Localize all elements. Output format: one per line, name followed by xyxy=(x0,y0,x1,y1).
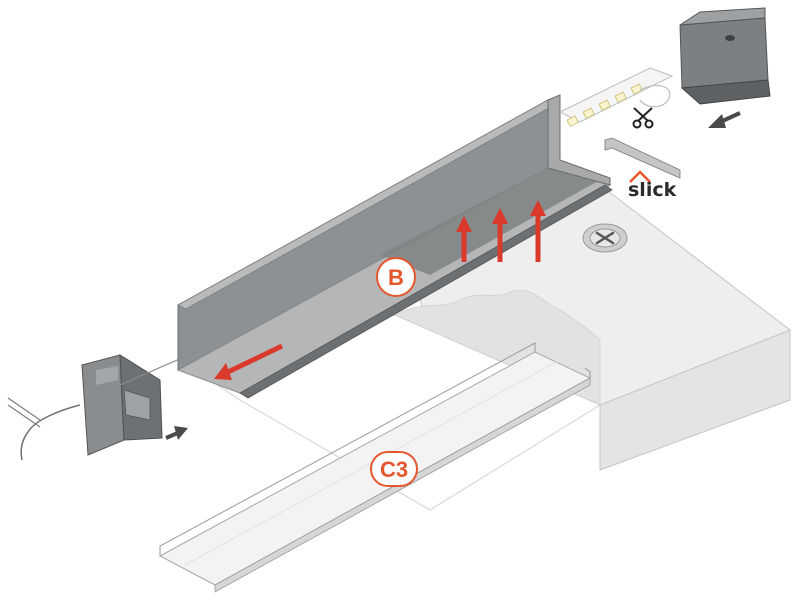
screw-icon xyxy=(582,223,628,253)
profile-inner-shadow xyxy=(380,168,600,275)
profile-callout: B xyxy=(376,257,416,297)
power-cable xyxy=(20,404,81,461)
profile-front-rail xyxy=(239,184,613,399)
power-cable-end xyxy=(7,397,41,428)
profile-end-section xyxy=(547,94,611,186)
brand-logo: slick xyxy=(628,170,677,201)
profile-callout-label: B xyxy=(388,265,404,290)
arrow-icon xyxy=(492,208,508,262)
profile-end-bracket xyxy=(604,137,681,179)
diffuser-callout-label: C3 xyxy=(380,457,408,482)
led-chips xyxy=(566,83,643,127)
cable-to-profile xyxy=(119,349,201,386)
brand-logo-text: slick xyxy=(628,179,677,201)
end-cap-left xyxy=(81,354,163,456)
arrow-icon xyxy=(708,111,741,128)
arrow-icon xyxy=(165,426,188,440)
diffuser-back-lip xyxy=(159,342,536,556)
brand-logo-roof-icon xyxy=(629,170,651,183)
diffuser-right-lip xyxy=(584,367,591,378)
led-strip-curl xyxy=(639,85,671,108)
scissors-icon xyxy=(632,107,654,129)
arrow-icon xyxy=(456,216,472,262)
diffuser-callout: C3 xyxy=(370,451,418,487)
end-cap-right xyxy=(679,7,771,105)
led-strip xyxy=(558,67,674,127)
led-strip-tape xyxy=(558,67,674,123)
arrow-icon xyxy=(214,343,284,380)
arrow-icon xyxy=(530,200,546,262)
